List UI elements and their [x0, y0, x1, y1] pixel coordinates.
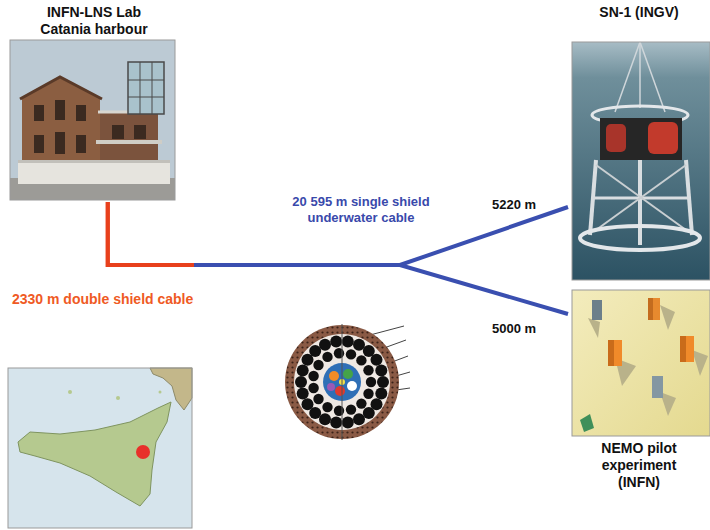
armour-wire	[322, 402, 332, 412]
armour-wire	[371, 354, 383, 366]
armour-wire	[308, 383, 318, 393]
length-label: 5000 m	[492, 321, 536, 337]
armour-wire	[295, 376, 307, 388]
lab-building-photo	[10, 40, 175, 200]
armour-wire	[319, 339, 331, 351]
armour-wire	[330, 335, 342, 347]
armour-wire	[346, 349, 356, 359]
armour-wire	[334, 348, 344, 358]
armour-wire	[363, 389, 373, 399]
cable-cross-section	[285, 324, 410, 440]
armour-wire	[375, 364, 387, 376]
armour-wire	[375, 388, 387, 400]
armour-wire	[377, 376, 389, 388]
observatory-photo	[572, 42, 710, 280]
armour-wire	[313, 394, 323, 404]
armour-wire	[342, 417, 354, 429]
double-shield-cable	[108, 202, 195, 265]
detector-site: NEMO pilot experiment (INFN)	[568, 288, 710, 528]
cable-label: 2330 m double shield cable	[12, 290, 193, 308]
length-label: 5220 m	[492, 197, 536, 213]
armour-wire	[346, 404, 356, 414]
armour-wire	[342, 335, 354, 347]
site-heading: NEMO pilot experiment (INFN)	[587, 440, 691, 491]
double-shield-cable	[108, 202, 195, 265]
single-shield-cable	[194, 265, 568, 314]
site-heading: SN-1 (INGV)	[599, 4, 679, 21]
armour-wire	[297, 388, 309, 400]
site-heading: INFN-LNS Lab Catania harbour	[24, 4, 164, 38]
armour-wire	[366, 377, 376, 387]
armour-wire	[353, 413, 365, 425]
armour-wire	[313, 360, 323, 370]
armour-wire	[297, 364, 309, 376]
cable-label: 20 595 m single shield underwater cable	[258, 194, 464, 226]
armour-wire	[363, 365, 373, 375]
armour-wire	[302, 398, 314, 410]
armour-wire	[334, 406, 344, 416]
armour-wire	[356, 355, 366, 365]
armour-wire	[322, 352, 332, 362]
observatory-station: SN-1 (INGV)	[568, 2, 710, 280]
detector-illustration	[572, 290, 710, 436]
armour-wire	[330, 417, 342, 429]
lab-site: INFN-LNS Lab Catania harbour	[8, 2, 180, 202]
armour-wire	[308, 371, 318, 381]
sicily-map	[8, 368, 192, 528]
armour-wire	[356, 398, 366, 408]
